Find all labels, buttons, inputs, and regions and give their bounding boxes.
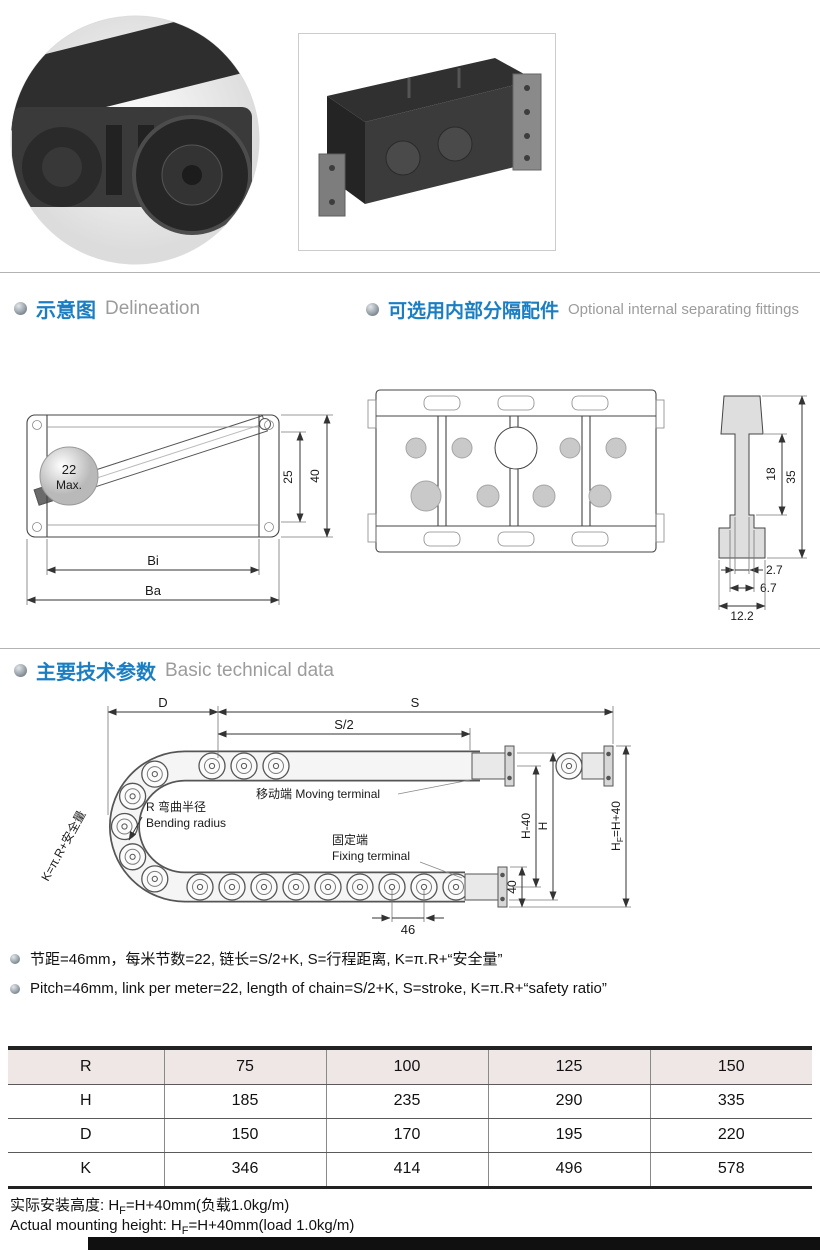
dim-h40-label: H-40: [519, 813, 533, 839]
header-cell: 75: [163, 1050, 326, 1085]
bend-diagram: D S S/2 K=π.R+安全量 移动端 Moving terminal R …: [38, 695, 631, 937]
dim-s-label: S: [411, 695, 420, 710]
dim-hf-label: HF=H+40: [609, 801, 625, 851]
cable-circles: [405, 426, 627, 512]
table-row: H 185 235 290 335: [8, 1084, 812, 1119]
header-cell: R: [8, 1050, 164, 1085]
cell: 195: [487, 1118, 650, 1153]
dim-bi: Bi: [147, 553, 159, 568]
fixed-terminal-en: Fixing terminal: [332, 849, 410, 863]
separator-frame-drawing: [367, 389, 665, 553]
fixing-terminal: [464, 866, 508, 908]
footer-bar: [88, 1237, 820, 1250]
row-label: K: [80, 1160, 92, 1178]
row-label: H: [8, 1084, 164, 1119]
note-pitch-zh: 节距=46mm，每米节数=22, 链长=S/2+K, S=行程距离, K=π.R…: [10, 948, 503, 969]
text: Actual mounting height: H: [10, 1217, 182, 1234]
closeup-photo-graphic: [10, 15, 260, 265]
moving-terminal: [471, 745, 515, 787]
section-title-en: Delineation: [105, 297, 201, 319]
max-cable-circle: [39, 446, 99, 506]
dim-d-label: D: [158, 695, 167, 710]
cell: 290: [487, 1084, 650, 1119]
section-header-technical: 主要技术参数 Basic technical data: [14, 656, 334, 685]
table-header-row: R 75 100 125 150: [8, 1050, 812, 1085]
cell: 414: [325, 1152, 488, 1186]
section-title-zh: 主要技术参数: [36, 662, 156, 684]
dim-40: 40: [308, 469, 322, 483]
max-cable-caption: Max.: [56, 478, 82, 492]
bullet-icon: [10, 953, 20, 964]
dim-35: 35: [784, 470, 798, 484]
note-text: Pitch=46mm, link per meter=22, length of…: [30, 980, 607, 997]
table-row: D 150 170 195 220: [8, 1118, 812, 1153]
k-safety-label: K=π.R+安全量: [38, 808, 89, 884]
cell: 578: [649, 1152, 812, 1186]
cell: 185: [163, 1084, 326, 1119]
section-header-delineation: 示意图 Delineation: [14, 294, 200, 323]
dim-18: 18: [764, 467, 778, 481]
section-title-en: Basic technical data: [165, 659, 334, 681]
bullet-icon: [366, 303, 379, 316]
row-label: D: [8, 1118, 164, 1153]
dim-25: 25: [281, 470, 295, 484]
subscript: F: [119, 1205, 126, 1217]
bullet-icon: [14, 302, 27, 315]
note-text: 节距=46mm，每米节数=22, 链长=S/2+K, S=行程距离, K=π.R…: [30, 951, 503, 968]
bullet-icon: [14, 664, 27, 677]
moving-terminal-label: 移动端 Moving terminal: [256, 787, 380, 801]
bend-radius-en: Bending radius: [146, 816, 226, 830]
cell: 170: [325, 1118, 488, 1153]
dim-h-label: H: [536, 822, 550, 831]
side-view-drawing: 22 Max. 25 40 Bi Ba: [26, 414, 333, 605]
spec-table-wrap: R 75 100 125 150 H 185 235 290 335 D 150…: [8, 1046, 812, 1189]
dim-s2-label: S/2: [334, 717, 354, 732]
spec-table: R 75 100 125 150 H 185 235 290 335 D 150…: [8, 1050, 812, 1186]
cell: 220: [649, 1118, 812, 1153]
cell: 335: [649, 1084, 812, 1119]
header-cell: 125: [487, 1050, 650, 1085]
cell: 496: [487, 1152, 650, 1186]
header-cell: 150: [649, 1050, 812, 1085]
max-cable-value: 22: [62, 462, 76, 477]
cell: 235: [325, 1084, 488, 1119]
section-header-fittings: 可选用内部分隔配件 Optional internal separating f…: [366, 296, 799, 323]
section-title-zh: 示意图: [36, 300, 96, 322]
section-divider: [0, 272, 820, 273]
text: =H+40mm(负载1.0kg/m): [125, 1197, 290, 1214]
mounting-height-zh: 实际安装高度: HF=H+40mm(负载1.0kg/m): [10, 1194, 289, 1217]
text: 实际安装高度: H: [10, 1197, 120, 1214]
dim-46-label: 46: [401, 922, 415, 937]
separator-profile-drawing: 18 35 2.7 6.7 12.2: [718, 395, 807, 623]
table-row: K 346 414 496 578: [8, 1152, 812, 1186]
dim-ba: Ba: [145, 583, 162, 598]
divider-profile-shape: [718, 395, 766, 559]
section-title-zh: 可选用内部分隔配件: [388, 301, 560, 322]
dim-2-7: 2.7: [766, 563, 783, 577]
stroke-end-terminal: [555, 745, 614, 787]
text: =H+40mm(load 1.0kg/m): [188, 1217, 355, 1234]
header-cell: 100: [325, 1050, 488, 1085]
mounting-height-en: Actual mounting height: HF=H+40mm(load 1…: [10, 1217, 354, 1237]
section-divider: [0, 648, 820, 649]
cell: 346: [163, 1152, 326, 1186]
section-title-en: Optional internal separating fittings: [568, 301, 799, 318]
bullet-icon: [10, 983, 20, 994]
product-photo-closeup: [10, 15, 260, 265]
note-pitch-en: Pitch=46mm, link per meter=22, length of…: [10, 980, 607, 997]
cell: 150: [163, 1118, 326, 1153]
bend-radius-zh: R 弯曲半径: [146, 799, 206, 814]
dim-6-7: 6.7: [760, 581, 777, 595]
assembly-photo-graphic: [318, 58, 542, 217]
subscript: F: [181, 1225, 189, 1237]
dim-40-label: 40: [505, 880, 519, 894]
chain-body-outline: [26, 414, 280, 538]
dim-12-2: 12.2: [730, 609, 754, 623]
fixed-terminal-zh: 固定端: [332, 832, 368, 847]
product-photo-assembly: [298, 33, 556, 251]
